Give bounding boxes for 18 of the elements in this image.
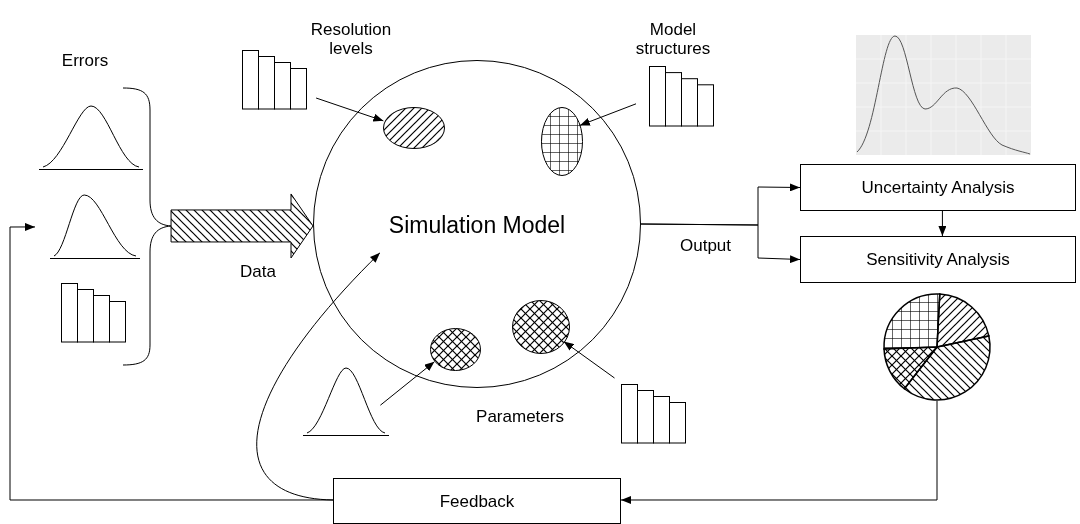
- node-label: Uncertainty Analysis: [861, 178, 1015, 197]
- group-heading: Errors: [60, 51, 110, 70]
- node-label: Sensitivity Analysis: [866, 250, 1010, 269]
- arrow: [315, 97, 384, 122]
- arrow: [620, 400, 938, 504]
- arrow: [256, 252, 381, 501]
- arrow: [640, 223, 801, 264]
- arrow: [563, 341, 615, 379]
- block-arrow: [170, 193, 314, 259]
- process-box: [800, 164, 1076, 211]
- arrow: [938, 210, 947, 237]
- process-box: [800, 236, 1076, 283]
- node-label: Feedback: [439, 492, 515, 511]
- node-label: Simulation Model: [388, 213, 566, 238]
- arrow: [579, 103, 637, 126]
- edge-label: Output: [680, 236, 732, 255]
- arrow: [379, 361, 435, 406]
- process-box: [333, 478, 621, 524]
